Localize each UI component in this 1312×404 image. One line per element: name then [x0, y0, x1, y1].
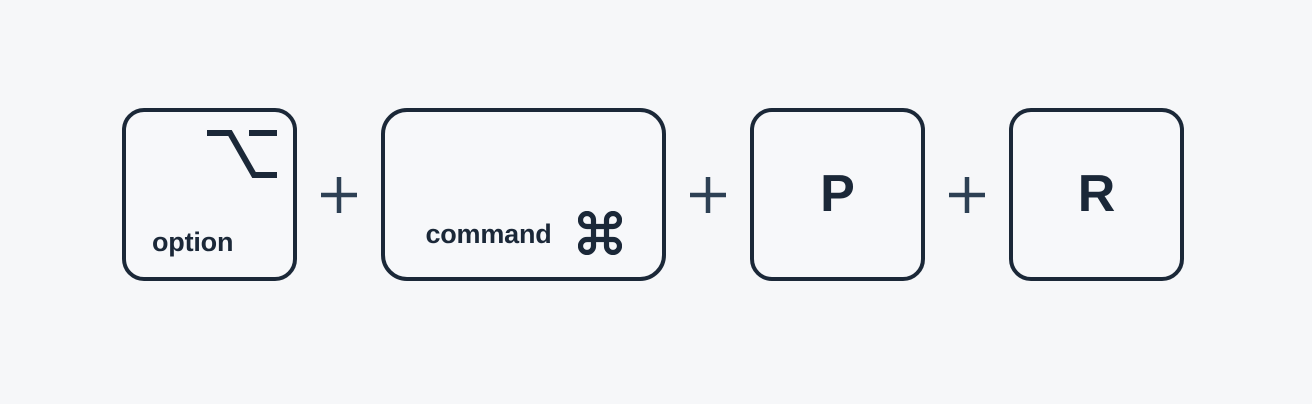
plus-separator-2: [666, 173, 750, 217]
key-command[interactable]: command: [381, 108, 666, 281]
key-r[interactable]: R: [1009, 108, 1184, 281]
option-glyph-icon: [206, 124, 278, 184]
plus-separator-1: [297, 173, 381, 217]
key-command-content: command: [385, 210, 662, 257]
key-option-label: option: [152, 227, 234, 257]
keyboard-shortcut-combination: option command: [122, 108, 1206, 281]
key-p-label: P: [820, 164, 855, 223]
key-command-label: command: [425, 218, 552, 249]
key-r-label: R: [1077, 164, 1116, 223]
key-p[interactable]: P: [750, 108, 925, 281]
key-option[interactable]: option: [122, 108, 297, 281]
command-glyph-icon: [577, 210, 622, 256]
plus-separator-3: [925, 173, 1009, 217]
